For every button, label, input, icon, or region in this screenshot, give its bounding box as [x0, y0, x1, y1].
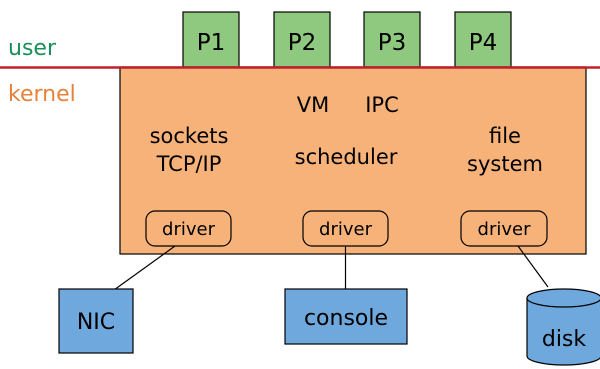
console-label: console — [304, 306, 388, 331]
process-p3-box — [363, 11, 421, 68]
driver-network-label: driver — [162, 219, 216, 240]
kernel-space-label: kernel — [8, 82, 76, 107]
nic-connector — [113, 245, 176, 291]
disk-label: disk — [542, 327, 587, 352]
driver-disk: driver — [460, 210, 548, 247]
device-disk: disk — [526, 288, 600, 366]
console-box — [284, 288, 408, 345]
driver-disk-label: driver — [478, 219, 532, 240]
process-p3: P3 — [363, 11, 421, 68]
process-p2-box — [273, 11, 331, 68]
process-p2-label: P2 — [288, 30, 317, 56]
sockets-label: sockets — [150, 124, 229, 148]
process-p4-box — [454, 11, 512, 68]
vm-label: VM — [297, 93, 329, 117]
disk-top — [526, 288, 600, 308]
driver-disk-box — [460, 210, 548, 247]
process-p1-label: P1 — [197, 30, 226, 56]
file-label: file — [489, 124, 521, 148]
nic-label: NIC — [77, 310, 115, 335]
nic-box — [58, 288, 134, 354]
process-p1: P1 — [182, 11, 240, 68]
disk-connector — [517, 245, 549, 288]
process-p3-label: P3 — [378, 30, 407, 56]
process-p4: P4 — [454, 11, 512, 68]
device-console: console — [284, 288, 408, 345]
ipc-label: IPC — [365, 93, 399, 117]
process-p1-box — [182, 11, 240, 68]
tcpip-label: TCP/IP — [156, 152, 222, 176]
driver-console-label: driver — [319, 219, 373, 240]
driver-console: driver — [302, 210, 389, 247]
process-p2: P2 — [273, 11, 331, 68]
device-nic: NIC — [58, 288, 134, 354]
user-space-label: user — [8, 36, 57, 61]
driver-network: driver — [145, 210, 232, 247]
disk-body — [526, 298, 600, 366]
scheduler-label: scheduler — [295, 145, 398, 169]
system-label: system — [467, 152, 543, 176]
process-p4-label: P4 — [469, 30, 498, 56]
driver-network-box — [145, 210, 232, 247]
